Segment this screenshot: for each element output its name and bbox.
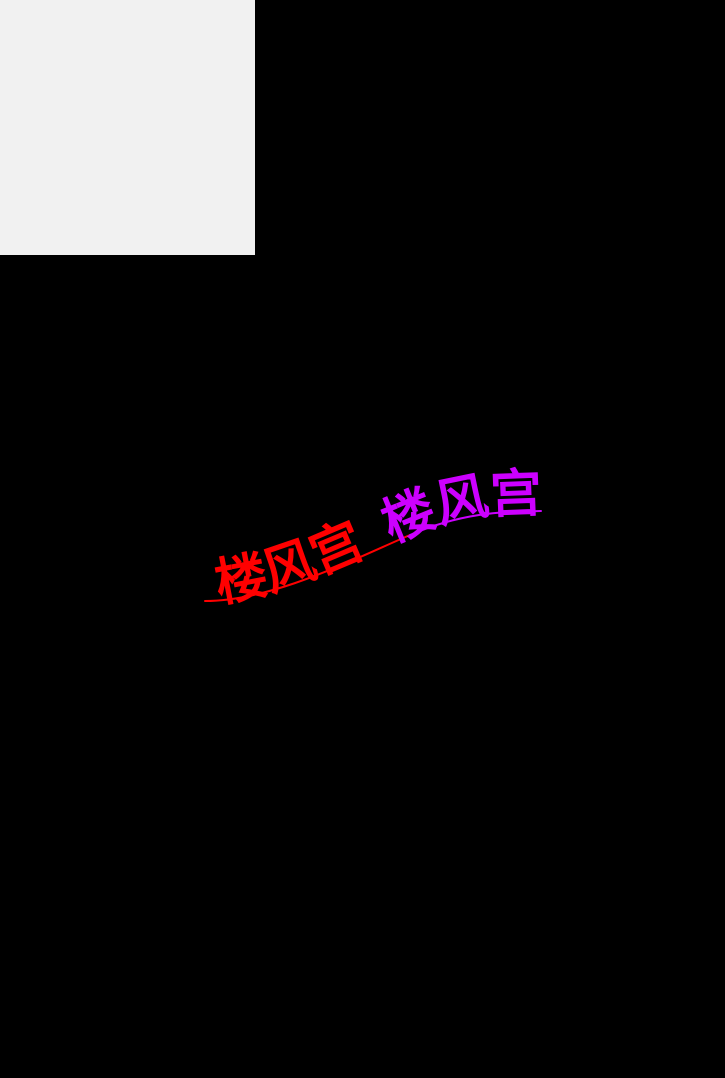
red-text-path-content: 楼风宫 — [210, 511, 372, 615]
purple-text-run: 楼风宫 — [374, 464, 543, 555]
red-text-run: 楼风宫 — [210, 511, 372, 615]
blank-panel — [0, 0, 255, 255]
purple-text-path-content: 楼风宫 — [374, 464, 543, 555]
